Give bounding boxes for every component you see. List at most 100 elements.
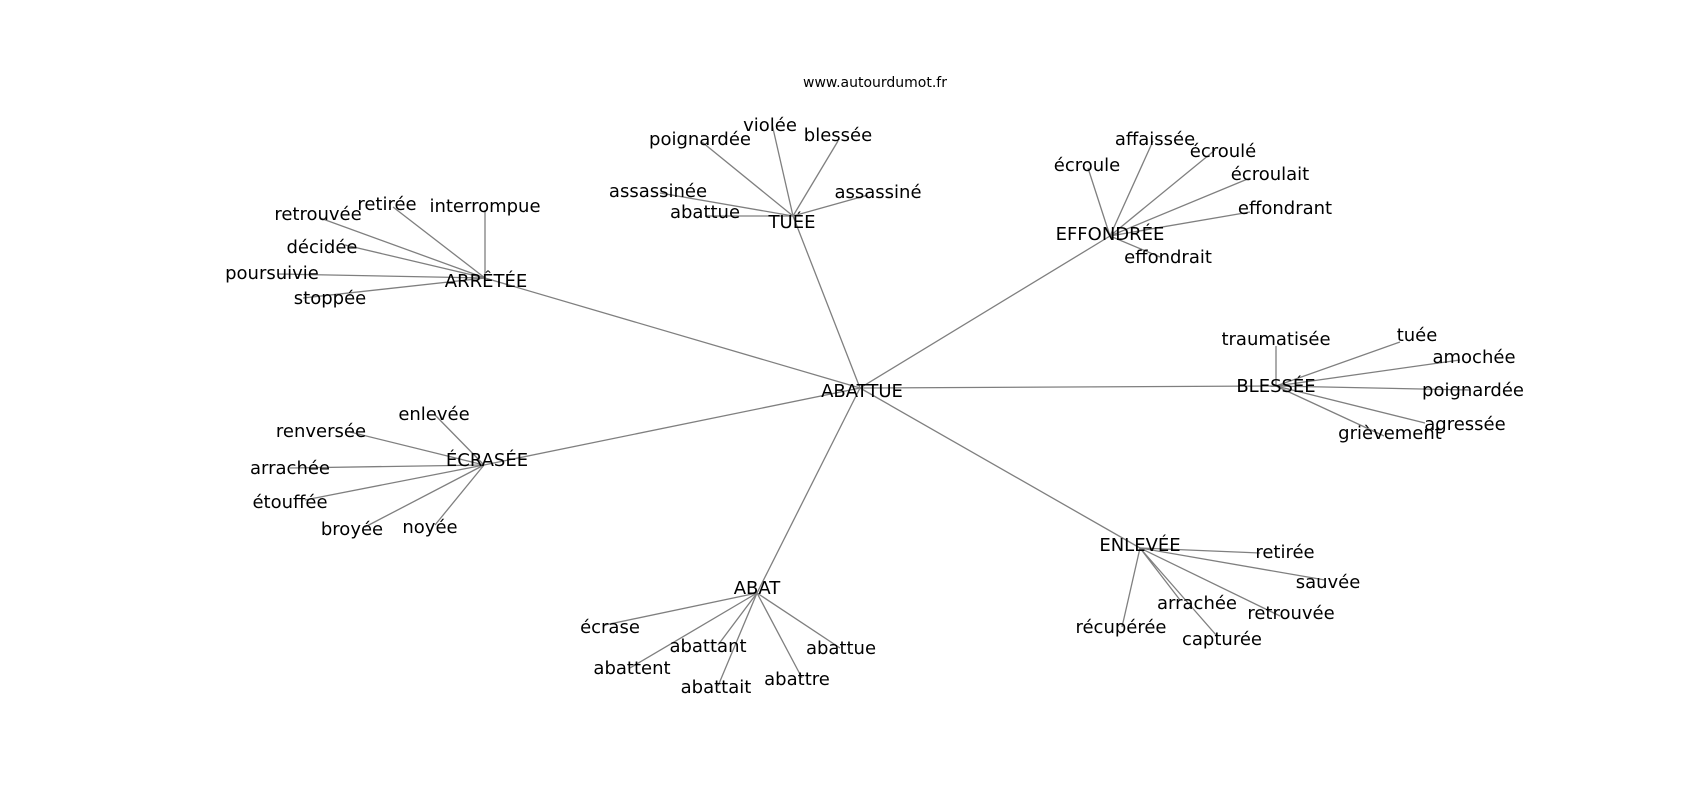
leaf-node-label: sauvée [1296,572,1361,593]
leaf-node-label: traumatisée [1221,329,1330,350]
leaf-node-label: stoppée [294,288,366,309]
edge-center-to-hub [483,387,861,466]
leaf-node-label: retirée [1255,542,1314,563]
hub-node-label: EFFONDRÉE [1056,223,1165,245]
leaf-node-label: écroulait [1231,164,1310,185]
edge-center-to-hub [484,277,861,389]
edge-hub-to-leaf [434,414,485,466]
edge-hub-to-leaf [349,431,485,466]
edge-hub-to-leaf [1275,341,1401,387]
edge-hub-to-leaf [1109,149,1216,237]
edge-hub-to-leaf [1109,140,1154,237]
edge-hub-to-leaf [1109,177,1251,237]
edge-center-to-hub [756,387,861,594]
hub-node-label: TUÉE [768,211,816,233]
edge-hub-to-leaf [1139,547,1261,554]
leaf-node-label: abattent [593,658,670,679]
leaf-node-label: assassinée [609,181,707,202]
leaf-node-label: retrouvée [1247,603,1334,624]
edge-hub-to-leaf [1275,385,1385,437]
edge-hub-to-leaf [304,464,485,501]
leaf-node-label: interrompue [429,196,540,217]
leaf-node-label: arrachée [1157,593,1237,614]
leaf-node-label: grièvement [1338,423,1442,444]
leaf-node-label: écrase [580,617,640,638]
edge-hub-to-leaf [277,273,486,279]
edge-hub-to-leaf [1139,547,1326,581]
leaf-node-label: noyée [402,517,457,538]
labels: www.autourdumot.fr ABATTUE TUÉEvioléepoi… [225,75,1524,698]
edge-hub-to-leaf [1275,385,1426,424]
leaf-node-label: effondrant [1238,198,1332,219]
leaf-node-label: arrachée [250,458,330,479]
leaf-node-label: agressée [1424,414,1505,435]
leaf-node-label: récupérée [1075,617,1166,638]
hub-node-label: BLESSÉE [1236,375,1315,397]
leaf-node-label: amochée [1432,347,1515,368]
leaf-node-label: abattue [670,202,740,223]
leaf-node-label: violée [743,115,797,136]
leaf-node-label: capturée [1182,629,1262,650]
edge-hub-to-leaf [1139,547,1181,601]
hub-node-label: ABAT [734,578,782,599]
leaf-node-label: assassiné [834,182,921,203]
edge-hub-to-leaf [1139,547,1218,637]
leaf-node-label: écroulé [1190,141,1256,162]
leaf-node-label: abattant [669,636,746,657]
edge-center-to-hub [792,215,861,389]
edge-hub-to-leaf [792,140,839,217]
source-watermark: www.autourdumot.fr [803,75,947,91]
edge-hub-to-leaf [771,123,794,217]
leaf-node-label: renversée [276,421,366,442]
leaf-node-label: abattre [764,669,830,690]
leaf-node-label: abattue [806,638,876,659]
edges [277,123,1471,687]
edge-hub-to-leaf [1139,547,1281,617]
edge-hub-to-leaf [792,194,869,217]
leaf-node-label: écroule [1054,155,1120,176]
edge-hub-to-leaf [629,592,758,669]
edge-hub-to-leaf [604,592,758,626]
edge-hub-to-leaf [364,464,485,528]
hub-node-label: ARRÊTÉE [445,270,527,292]
hub-node-label: ÉCRASÉE [446,449,528,471]
leaf-node-label: retirée [357,194,416,215]
center-node-label: ABATTUE [821,381,903,402]
edge-hub-to-leaf [756,592,841,649]
edge-hub-to-leaf [756,592,803,679]
leaf-node-label: enlevée [398,404,469,425]
hub-node-label: ENLEVÉE [1099,534,1180,556]
edge-center-to-hub [859,385,1277,389]
edge-hub-to-leaf [434,464,485,526]
leaf-node-label: retrouvée [274,204,361,225]
leaf-node-label: tuée [1397,325,1438,346]
leaf-node-label: affaissée [1115,129,1195,150]
leaf-node-label: étouffée [252,492,327,513]
edge-hub-to-leaf [1109,235,1161,258]
edge-hub-to-leaf [344,244,486,279]
leaf-node-label: broyée [321,519,383,540]
leaf-node-label: poignardée [1422,380,1524,401]
edge-hub-to-leaf [392,206,486,279]
edge-hub-to-leaf [1109,211,1251,237]
leaf-node-label: effondrait [1124,247,1212,268]
edge-hub-to-leaf [302,277,486,299]
edge-hub-to-leaf [289,464,485,469]
edge-hub-to-leaf [1275,385,1471,391]
edge-hub-to-leaf [1121,547,1141,628]
edge-hub-to-leaf [319,217,486,279]
edge-hub-to-leaf [1275,359,1461,387]
edge-hub-to-leaf [717,592,758,687]
edge-hub-to-leaf [701,141,794,217]
edge-hub-to-leaf [717,592,758,646]
edge-hub-to-leaf [659,192,794,217]
leaf-node-label: poignardée [649,129,751,150]
edge-hub-to-leaf [1087,167,1111,237]
leaf-node-label: abattait [681,677,752,698]
leaf-node-label: blessée [804,125,872,146]
edge-center-to-hub [859,235,1111,389]
edge-center-to-hub [859,387,1141,549]
leaf-node-label: poursuivie [225,263,319,284]
leaf-node-label: décidée [287,237,358,258]
